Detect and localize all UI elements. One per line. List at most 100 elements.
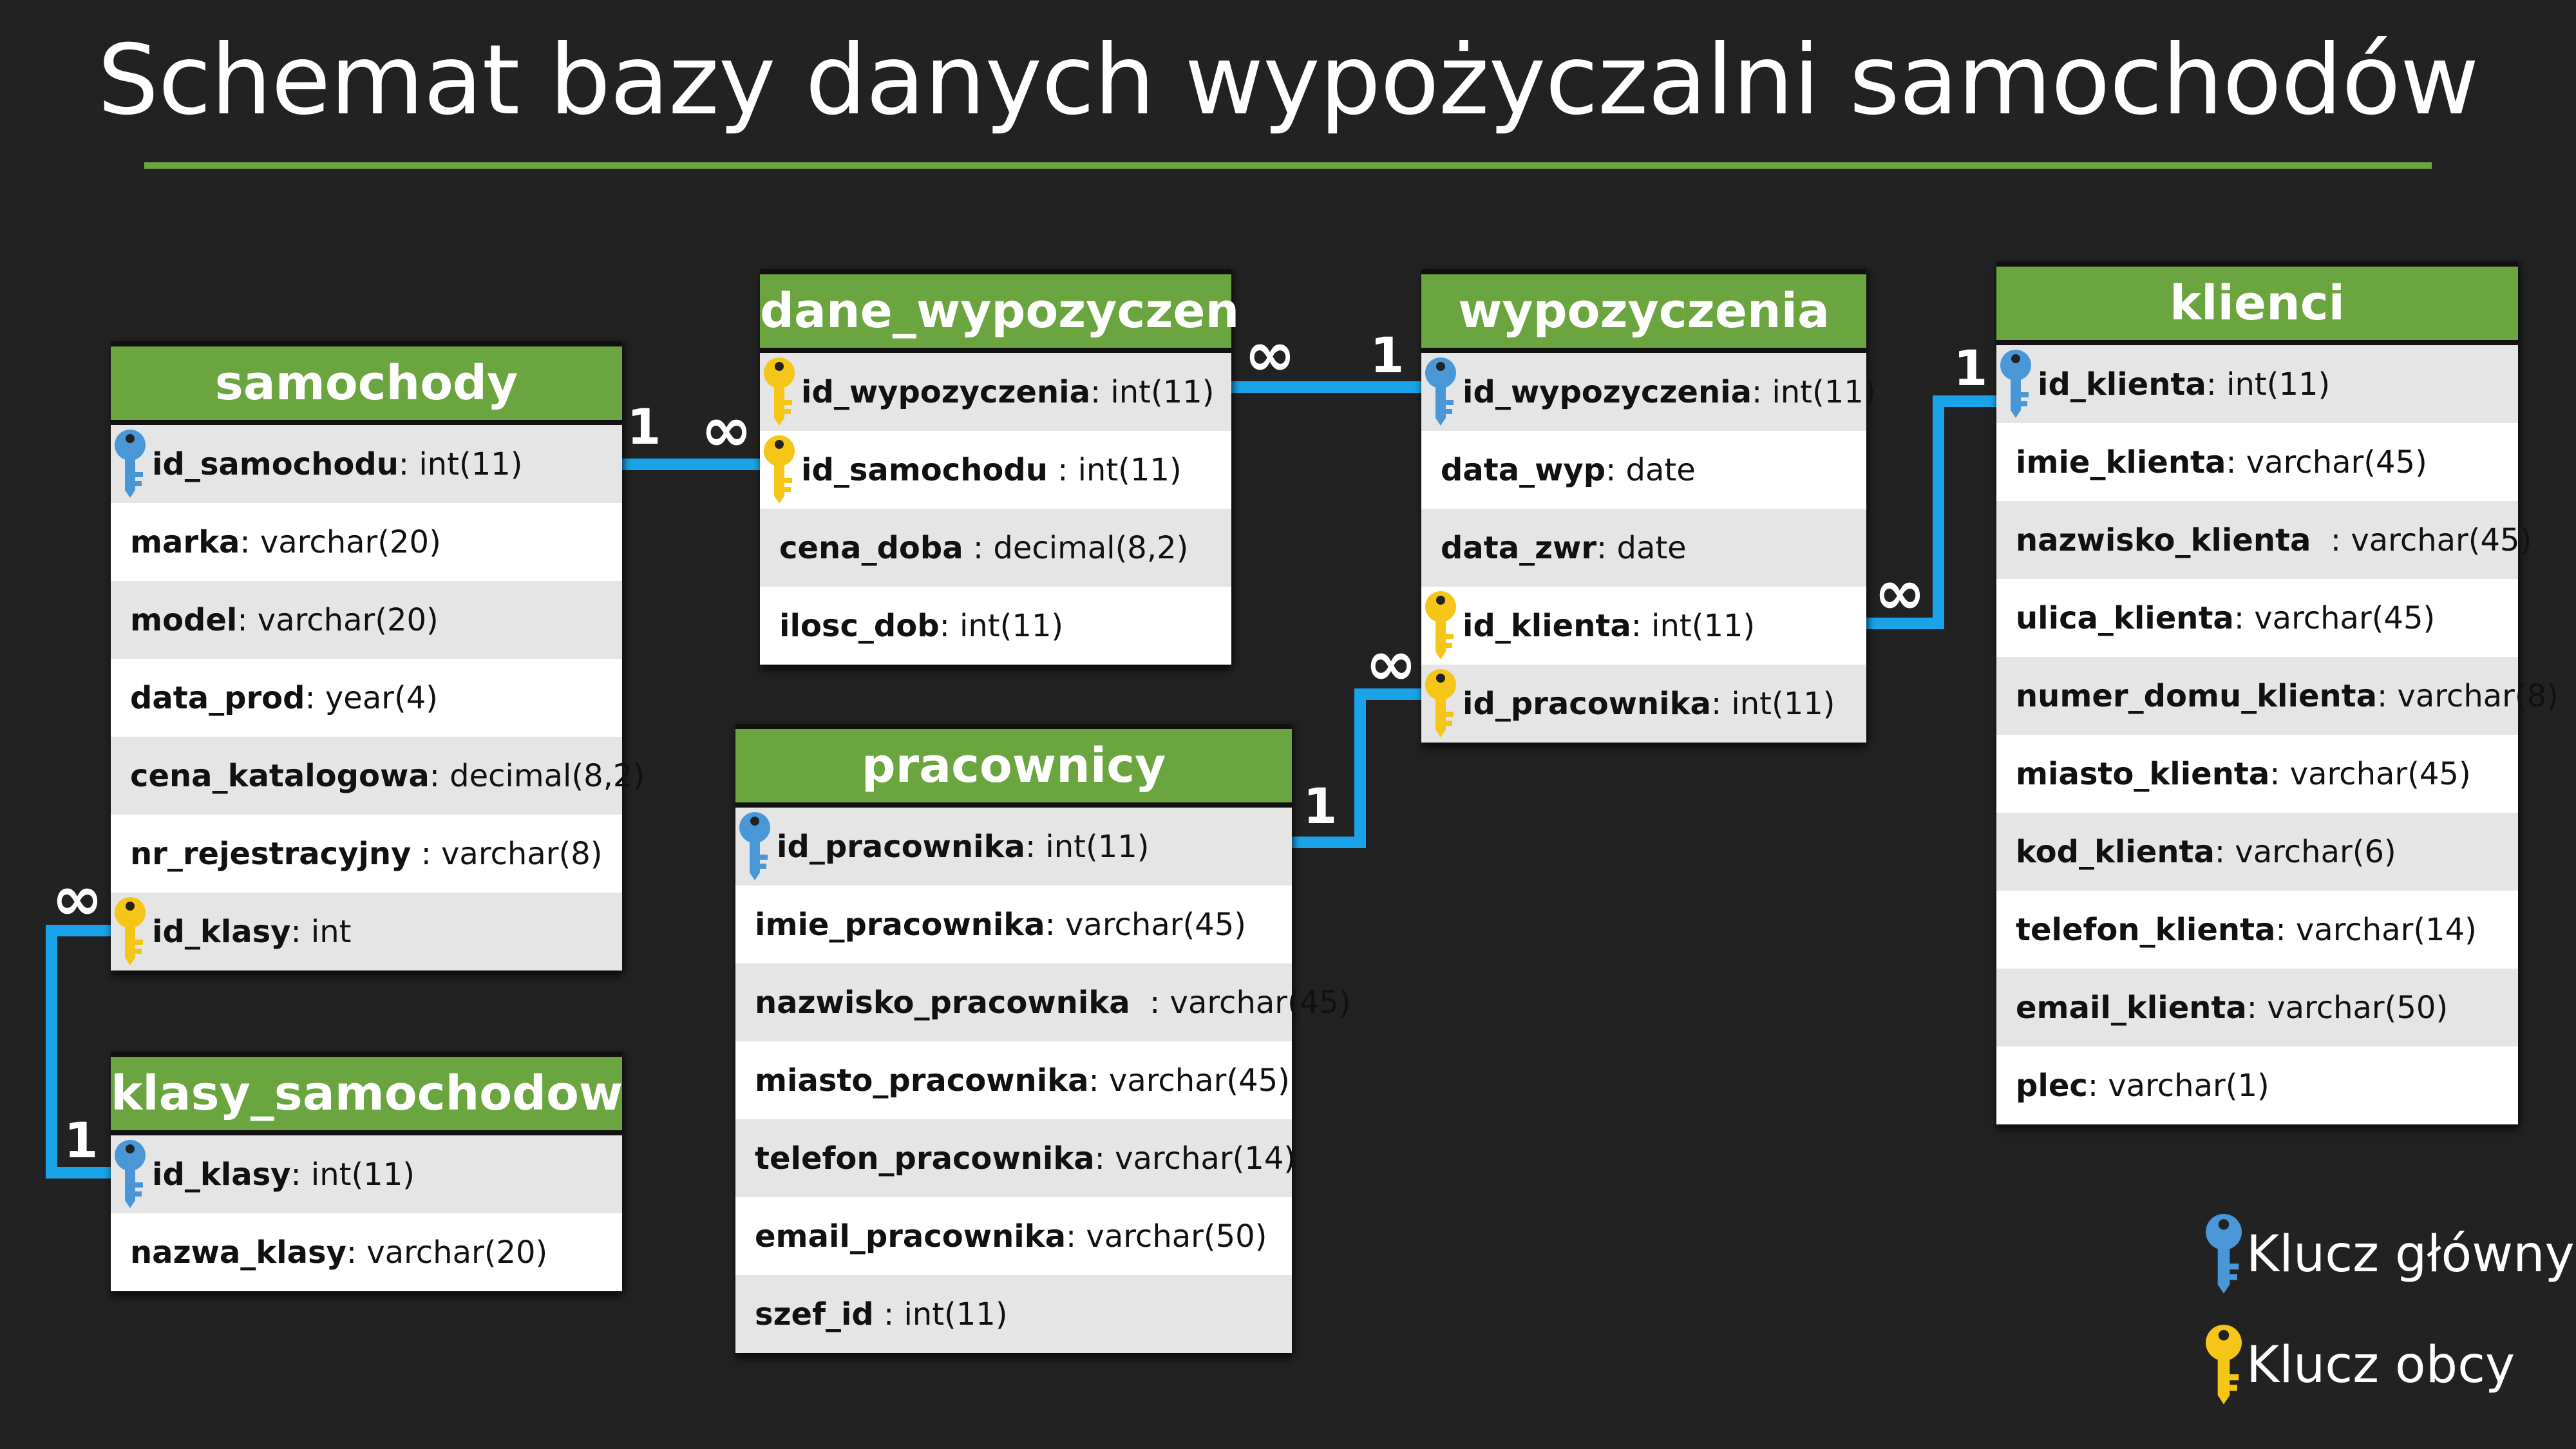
- field-name: numer_domu_klienta: [2016, 677, 2377, 714]
- field-name: telefon_klienta: [2016, 911, 2276, 948]
- field-type: : varchar(45): [2226, 444, 2427, 480]
- table-row: cena_katalogowa: decimal(8,2): [111, 737, 645, 815]
- cardinality-one: 1: [1303, 777, 1338, 835]
- field-name: id_pracownika: [1463, 685, 1711, 722]
- table-row: plec: varchar(1): [1996, 1046, 2518, 1124]
- cardinality-many: ∞: [52, 862, 103, 934]
- field-name: id_klasy: [152, 1156, 291, 1193]
- table-row: telefon_klienta: varchar(14): [1996, 891, 2518, 969]
- table-row: nazwisko_klienta : varchar(45): [1996, 501, 2532, 579]
- table-row: numer_domu_klienta: varchar(8): [1996, 657, 2559, 735]
- field-type: : int(11): [290, 1156, 415, 1193]
- field-type: : int(11): [398, 446, 523, 482]
- field-name: ulica_klienta: [2016, 600, 2234, 636]
- legend-label: Klucz główny: [2246, 1226, 2575, 1283]
- table-row: data_zwr: date: [1421, 509, 1866, 587]
- field-name: imie_klienta: [2016, 444, 2226, 480]
- field-name: id_klasy: [152, 913, 291, 950]
- table-row: nazwisko_pracownika : varchar(45): [735, 963, 1351, 1041]
- field-type: : year(4): [305, 679, 438, 716]
- field-name: telefon_pracownika: [755, 1140, 1095, 1177]
- field-type: : varchar(20): [237, 601, 439, 638]
- field-type: : int(11): [939, 607, 1064, 644]
- field-name: marka: [130, 524, 240, 560]
- key-icon: [1421, 590, 1460, 662]
- table-row: nr_rejestracyjny : varchar(8): [111, 815, 622, 893]
- key-icon: [111, 1139, 149, 1211]
- field-type: : int(11): [1090, 374, 1215, 410]
- field-name: miasto_pracownika: [755, 1062, 1089, 1099]
- table-row: ulica_klienta: varchar(45): [1996, 579, 2518, 657]
- field-type: : varchar(45): [2311, 522, 2532, 558]
- field-type: : varchar(8): [411, 835, 603, 872]
- key-icon: [111, 896, 149, 968]
- table-row: id_klasy: int: [111, 893, 622, 971]
- field-type: : int(11): [1710, 685, 1835, 722]
- key-icon: [760, 356, 799, 428]
- field-name: id_samochodu: [152, 446, 399, 482]
- cardinality-one: 1: [1953, 339, 1988, 397]
- field-name: cena_katalogowa: [130, 757, 430, 794]
- cardinality-one: 1: [1370, 327, 1405, 384]
- table-row: data_prod: year(4): [111, 659, 622, 737]
- field-name: kod_klienta: [2016, 833, 2215, 870]
- field-type: : int(11): [1025, 828, 1150, 865]
- field-name: id_klienta: [1463, 607, 1631, 644]
- table-header: wypozyczenia: [1421, 274, 1866, 353]
- field-name: ilosc_dob: [779, 607, 940, 644]
- field-name: plec: [2016, 1067, 2088, 1104]
- field-name: data_prod: [130, 679, 305, 716]
- field-name: data_zwr: [1441, 529, 1597, 566]
- key-icon: [760, 434, 799, 506]
- key-icon: [1421, 668, 1460, 740]
- cardinality-many: ∞: [1244, 318, 1296, 390]
- field-type: : varchar(50): [2246, 989, 2448, 1026]
- field-type: : int(11): [1631, 607, 1756, 644]
- field-type: : date: [1605, 451, 1696, 488]
- field-type: : int(11): [1047, 451, 1182, 488]
- key-icon: [1421, 356, 1460, 428]
- table-header: klienci: [1996, 267, 2518, 345]
- field-name: nr_rejestracyjny: [130, 835, 412, 872]
- field-type: : varchar(8): [2377, 677, 2559, 714]
- table-row: id_pracownika: int(11): [1421, 665, 1866, 743]
- field-name: nazwisko_klienta: [2016, 522, 2311, 558]
- table-row: marka: varchar(20): [111, 503, 622, 581]
- table-row: nazwa_klasy: varchar(20): [111, 1213, 622, 1291]
- cardinality-many: ∞: [701, 393, 752, 466]
- table-row: id_samochodu : int(11): [760, 431, 1231, 509]
- field-name: id_wypozyczenia: [1463, 374, 1752, 410]
- title-underline: [144, 162, 2432, 169]
- field-type: : decimal(8,2): [963, 529, 1189, 566]
- field-type: : varchar(45): [2269, 755, 2471, 792]
- field-type: : varchar(1): [2087, 1067, 2269, 1104]
- table-row: id_klienta: int(11): [1421, 587, 1866, 665]
- field-name: nazwa_klasy: [130, 1234, 346, 1271]
- field-type: : varchar(20): [346, 1234, 548, 1271]
- field-name: id_wypozyczenia: [801, 374, 1090, 410]
- table-row: szef_id : int(11): [735, 1275, 1292, 1353]
- field-type: : int(11): [2206, 366, 2331, 402]
- field-name: szef_id: [755, 1296, 874, 1332]
- table-row: model: varchar(20): [111, 581, 622, 659]
- field-name: miasto_klienta: [2016, 755, 2270, 792]
- table-row: email_pracownika: varchar(50): [735, 1197, 1292, 1275]
- table-row: email_klienta: varchar(50): [1996, 969, 2518, 1046]
- field-type: : varchar(45): [2233, 600, 2436, 636]
- field-name: data_wyp: [1441, 451, 1606, 488]
- field-name: email_klienta: [2016, 989, 2247, 1026]
- field-type: : decimal(8,2): [429, 757, 645, 794]
- table-row: data_wyp: date: [1421, 431, 1866, 509]
- field-type: : int(11): [873, 1296, 1008, 1332]
- key-icon: [2201, 1209, 2246, 1300]
- field-name: email_pracownika: [755, 1218, 1066, 1255]
- cardinality-one: 1: [627, 398, 661, 455]
- field-type: : int(11): [1751, 374, 1876, 410]
- field-type: : varchar(45): [1088, 1062, 1290, 1099]
- field-name: imie_pracownika: [755, 906, 1045, 943]
- legend-primary-key: Klucz główny: [2201, 1209, 2575, 1300]
- key-icon: [2201, 1320, 2246, 1410]
- table-wypozyczenia: wypozyczenia id_wypozyczenia: int(11)dat…: [1421, 269, 1876, 743]
- field-type: : varchar(14): [2275, 911, 2477, 948]
- field-type: : date: [1596, 529, 1687, 566]
